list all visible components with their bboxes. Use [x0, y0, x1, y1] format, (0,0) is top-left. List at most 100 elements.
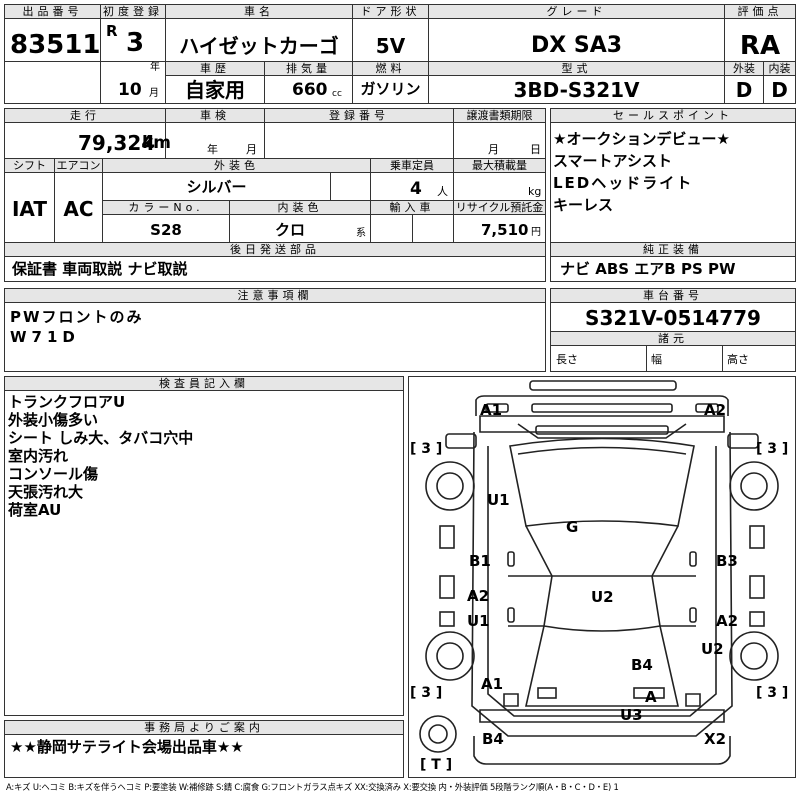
dims-header: 諸元: [551, 332, 795, 346]
caution-block: [4, 288, 546, 372]
mark-u2-center: U2: [591, 588, 614, 606]
inspector-line-5: コンソール傷: [8, 465, 99, 483]
ac-value: AC: [63, 197, 94, 221]
transfer-day-unit: 日: [530, 143, 541, 156]
reg-year: 3: [126, 28, 145, 58]
office-text: ★★静岡サテライト会場出品車★★: [10, 738, 244, 756]
fuel-header: 燃料: [353, 62, 428, 76]
tire-front-right: [ 3 ]: [756, 441, 789, 457]
era-label: R: [106, 22, 118, 40]
mark-b4-mid: B4: [631, 656, 653, 674]
mark-g: G: [566, 518, 579, 536]
car-diagram-block: [408, 376, 796, 778]
header-block: [4, 4, 796, 104]
car-diagram: [419, 380, 779, 765]
mark-u2-right: U2: [701, 640, 724, 658]
mileage-unit: km: [142, 133, 172, 153]
mark-b1: B1: [469, 552, 491, 570]
inspector-line-3: シート しみ大、タバコ穴中: [8, 429, 194, 447]
sales-point-2: スマートアシスト: [553, 152, 672, 170]
displacement-header: 排気量: [265, 62, 352, 76]
chassis-block: [550, 288, 796, 372]
info-block: [4, 108, 546, 282]
caution-line-2: W71D: [10, 328, 80, 346]
height-label: 高さ: [727, 353, 749, 366]
displacement-unit: cc: [332, 89, 342, 99]
int-color-value: クロ: [274, 221, 305, 239]
lot-no-header: 出品番号: [5, 5, 100, 19]
insp-month-unit: 月: [246, 143, 257, 156]
recycle-header: リサイクル預託金: [454, 201, 545, 215]
model-value: 3BD-S321V: [513, 78, 640, 102]
inspector-block: [4, 376, 404, 716]
load-header: 最大積載量: [454, 159, 545, 173]
mark-b4-bottom: B4: [482, 730, 504, 748]
mark-x2: X2: [704, 730, 727, 748]
displacement-value: 660: [292, 80, 328, 100]
tire-rear-right: [ 3 ]: [756, 685, 789, 701]
mark-u3: U3: [620, 706, 643, 724]
transfer-header: 譲渡書類期限: [454, 109, 545, 123]
int-color-unit: 系: [356, 228, 366, 239]
shift-value: IAT: [11, 197, 47, 221]
score-value: RA: [739, 31, 781, 61]
reg-month: 10: [118, 80, 142, 100]
chassis-number: S321V-0514779: [585, 306, 761, 330]
first-reg-header: 初度登録: [101, 5, 165, 19]
score-header: 評価点: [725, 5, 795, 19]
year-unit: 年: [150, 62, 160, 73]
car-name: ハイゼットカーゴ: [179, 34, 339, 58]
recycle-value: 7,510: [481, 221, 529, 239]
lot-number: 83511: [10, 30, 101, 60]
capacity-value: 4: [410, 179, 422, 199]
mark-a-center: A: [645, 688, 657, 706]
mark-u1-left: U1: [487, 491, 510, 509]
inspector-line-2: 外装小傷多い: [8, 411, 99, 429]
inspector-line-4: 室内汚れ: [8, 447, 69, 465]
month-unit: 月: [149, 88, 159, 99]
equipment-header: 純正装備: [551, 243, 795, 257]
inspector-line-1: トランクフロアU: [8, 393, 126, 411]
sales-point-header: セールスポイント: [551, 109, 795, 123]
later-parts-header: 後日発送部品: [5, 243, 545, 257]
mileage-value: 79,324: [78, 131, 156, 155]
capacity-header: 乗車定員: [371, 159, 453, 173]
regno-header: 登録番号: [265, 109, 453, 123]
fuel-value: ガソリン: [360, 80, 421, 98]
ac-header: エアコン: [55, 159, 102, 173]
tire-spare: [ T ]: [420, 757, 453, 773]
transfer-month-unit: 月: [488, 143, 499, 156]
sales-point-block: [550, 108, 796, 282]
mark-a2-top: A2: [704, 401, 727, 419]
inspector-header: 検査員記入欄: [5, 377, 403, 391]
mark-u1-left2: U1: [467, 612, 490, 630]
shift-header: シフト: [5, 159, 54, 173]
car-name-header: 車名: [166, 5, 352, 19]
inspector-line-7: 荷室AU: [8, 501, 62, 519]
width-label: 幅: [651, 353, 662, 366]
caution-line-1: PWフロントのみ: [10, 308, 144, 326]
history-header: 車歴: [166, 62, 264, 76]
insp-year-unit: 年: [207, 143, 218, 156]
int-score: D: [771, 78, 788, 102]
ext-header: 外装: [725, 62, 763, 76]
mark-a2-left: A2: [467, 587, 490, 605]
color-no-header: カラーNo.: [103, 201, 229, 215]
ext-color-value: シルバー: [186, 178, 247, 196]
length-label: 長さ: [556, 353, 578, 366]
office-block: [4, 720, 404, 778]
ext-color-header: 外装色: [103, 159, 370, 173]
equipment-value: ナビ ABS エアB PS PW: [560, 260, 736, 278]
tire-rear-left: [ 3 ]: [410, 685, 443, 701]
recycle-unit: 円: [531, 227, 541, 238]
mark-a1-top: A1: [480, 401, 503, 419]
mark-a2-right: A2: [716, 612, 739, 630]
tire-front-left: [ 3 ]: [410, 441, 443, 457]
sales-point-1: ★オークションデビュー★: [553, 130, 730, 148]
door-type: 5V: [375, 34, 406, 58]
sales-point-3: LEDヘッドライト: [553, 174, 694, 192]
history-value: 自家用: [185, 78, 245, 102]
ext-score: D: [735, 78, 753, 102]
import-header: 輸入車: [371, 201, 453, 215]
office-header: 事務局よりご案内: [5, 721, 403, 735]
